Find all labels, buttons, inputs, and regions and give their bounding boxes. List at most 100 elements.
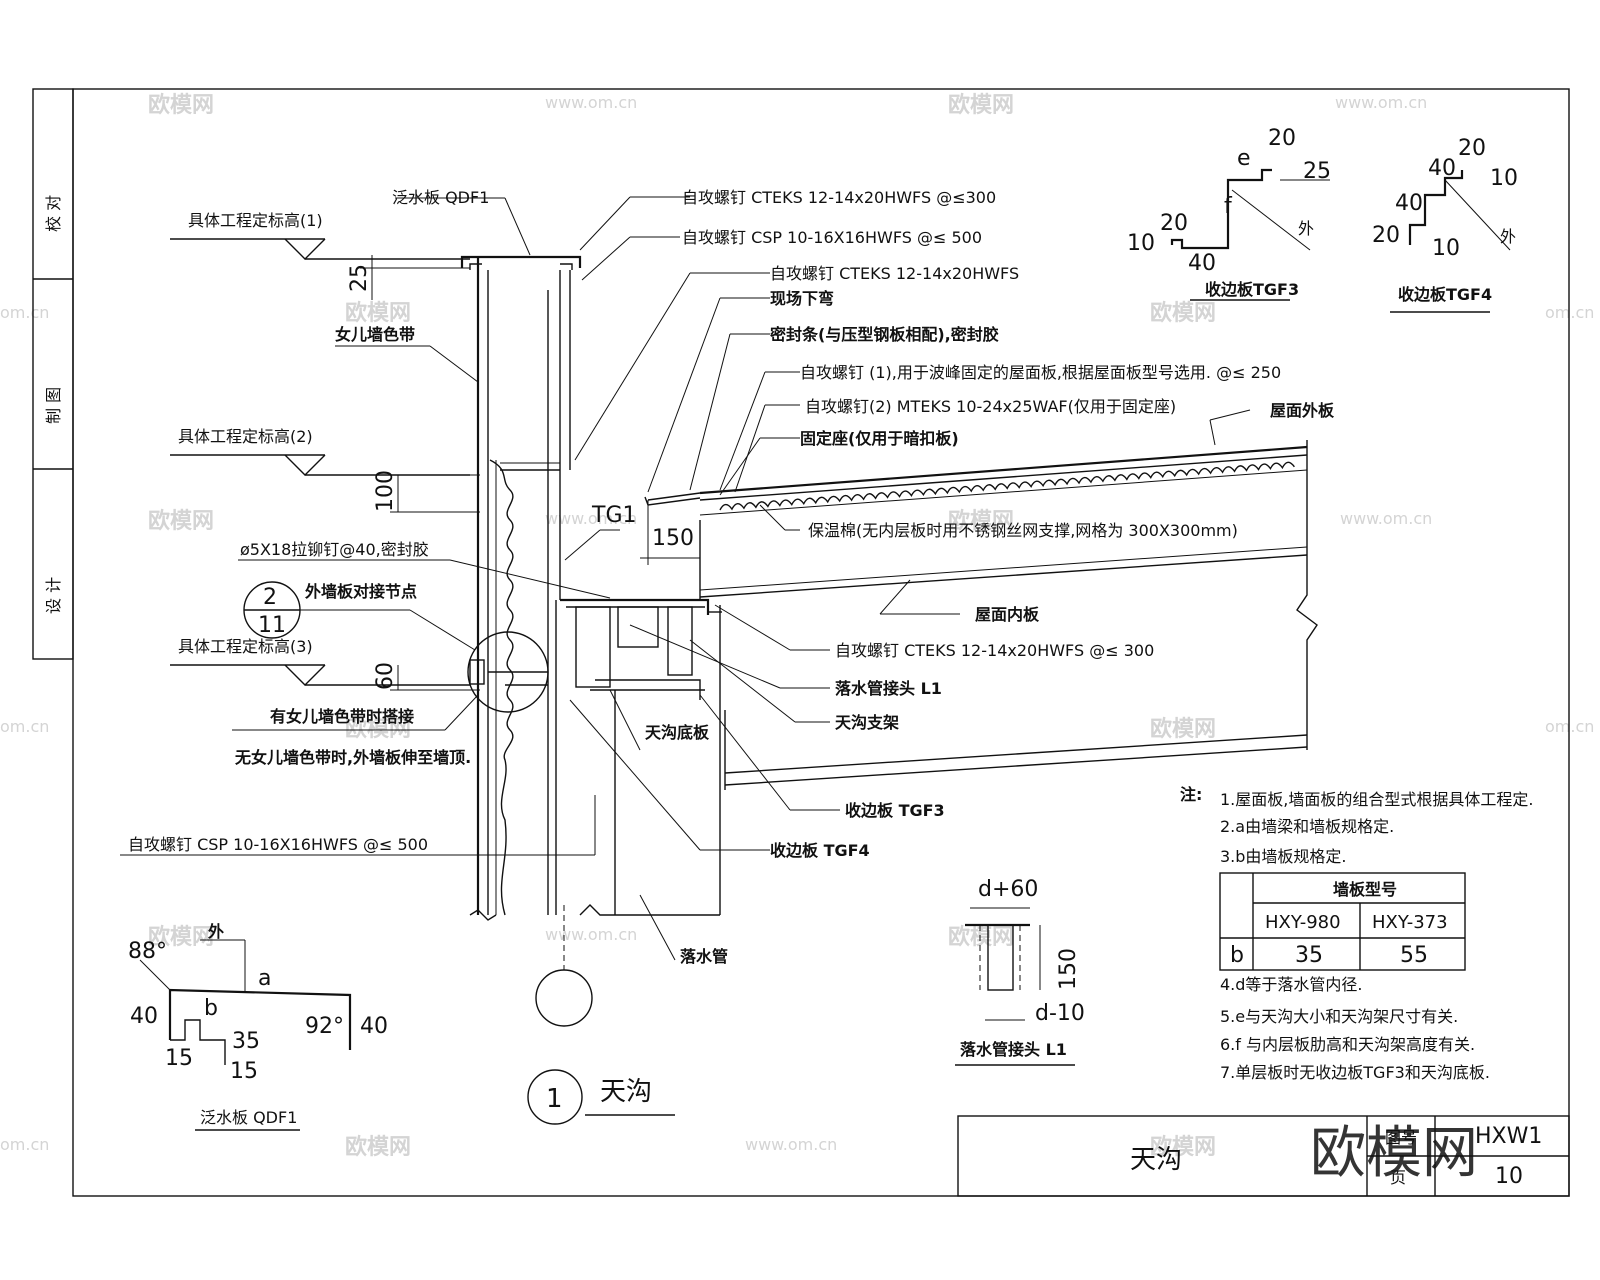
title-page-no: 10	[1495, 1164, 1523, 1189]
table-header: 墙板型号	[1333, 880, 1397, 899]
label-fixing-seat: 固定座(仅用于暗扣板)	[800, 429, 959, 448]
elevation-label-1: 具体工程定标高(1)	[188, 211, 323, 230]
big-watermark-logo: 欧模网	[1310, 1121, 1478, 1186]
tgf3-d40: 40	[1188, 251, 1216, 276]
table-col-2: HXY-373	[1372, 912, 1448, 933]
dim-150: 150	[652, 526, 694, 551]
label-flashing-qdf1: 泛水板 QDF1	[392, 188, 489, 207]
watermark-logo: 欧模网	[948, 924, 1014, 950]
qdf1-a88: 88°	[128, 939, 167, 964]
main-labels: 泛水板 QDF1 自攻螺钉 CTEKS 12-14x20HWFS @≤300 自…	[128, 188, 1335, 966]
qdf1-d15a: 15	[165, 1046, 193, 1071]
tgf3-e: e	[1237, 146, 1251, 171]
qdf1-detail: 88° 外 a 40 b 35 92° 40 15 15 泛水板 QDF1	[128, 922, 388, 1131]
callout-bottom: 11	[258, 613, 286, 638]
watermark-logo: 欧模网	[345, 716, 411, 742]
tgf3-d25: 25	[1303, 159, 1331, 184]
watermark-url: www.om.cn	[1335, 93, 1427, 112]
tgf4-d40a: 40	[1428, 156, 1456, 181]
watermark-url: www.om.cn	[545, 509, 637, 528]
label-parapet-band: 女儿墙色带	[335, 325, 415, 344]
label-insulation: 保温棉(无内层板时用不锈钢丝网支撑,网格为 300X300mm)	[808, 521, 1238, 540]
label-screw-5: 自攻螺钉(2) MTEKS 10-24x25WAF(仅用于固定座)	[805, 397, 1176, 416]
tgf4-detail: 20 40 10 40 20 10 外 收边板TGF4	[1372, 136, 1518, 313]
detail-callout: 2 11	[243, 581, 301, 639]
label-pipe-joint: 落水管接头 L1	[835, 679, 942, 698]
label-wall-joint: 外墙板对接节点	[304, 582, 417, 601]
tgf4-d20b: 20	[1372, 223, 1400, 248]
detail-mark-name: 天沟	[600, 1077, 652, 1107]
table-value-1: 35	[1295, 943, 1323, 968]
label-screw-1: 自攻螺钉 CTEKS 12-14x20HWFS @≤300	[682, 188, 996, 207]
title-name: 天沟	[1130, 1145, 1182, 1175]
tgf4-d20a: 20	[1458, 136, 1486, 161]
dim-60: 60	[373, 662, 398, 690]
parapet-wall	[460, 255, 582, 921]
tgf4-d40b: 40	[1395, 191, 1423, 216]
tgf4-out: 外	[1500, 227, 1516, 246]
label-tg1: TG1	[591, 503, 636, 528]
tgf3-detail: 20 e 25 f 20 10 40 外 收边板TGF3	[1127, 126, 1331, 301]
qdf1-d15b: 15	[230, 1059, 258, 1084]
table-value-2: 55	[1400, 943, 1428, 968]
qdf1-d40b: 40	[360, 1014, 388, 1039]
watermark-url: om.cn	[1545, 303, 1594, 322]
watermark-url: www.om.cn	[745, 1135, 837, 1154]
qdf1-a: a	[258, 966, 271, 991]
label-field-bend: 现场下弯	[770, 289, 834, 308]
qdf1-out: 外	[207, 922, 224, 941]
label-overlap-1: 有女儿墙色带时搭接	[270, 707, 414, 726]
joint-bolts	[469, 659, 548, 686]
label-screw-3: 自攻螺钉 CTEKS 12-14x20HWFS	[770, 264, 1019, 283]
title-drawing-no-label: 图号	[1385, 1128, 1417, 1147]
pipe-detail-side: 150	[1056, 948, 1081, 990]
label-screw-7: 自攻螺钉 CSP 10-16X16HWFS @≤ 500	[128, 835, 428, 854]
watermark-url: om.cn	[0, 303, 49, 322]
label-tgf3: 收边板 TGF3	[845, 801, 945, 820]
watermark-logo: 欧模网	[948, 92, 1014, 118]
tgf3-d20a: 20	[1268, 126, 1296, 151]
watermarks: 欧模网 www.om.cn 欧模网 www.om.cn om.cn 欧模网 欧模…	[0, 92, 1594, 1160]
side-design: 设 计	[44, 577, 63, 614]
note-1: 1.屋面板,墙面板的组合型式根据具体工程定.	[1220, 790, 1533, 809]
watermark-url: www.om.cn	[545, 93, 637, 112]
table-col-1: HXY-980	[1265, 912, 1341, 933]
note-4: 4.d等于落水管内径.	[1220, 975, 1363, 994]
roof	[644, 440, 1318, 790]
tgf4-title: 收边板TGF4	[1398, 285, 1492, 304]
title-block: 天沟 图号 HXW1 页 10 欧模网	[957, 1115, 1570, 1197]
tgf4-d10b: 10	[1432, 236, 1460, 261]
watermark-url: om.cn	[1545, 717, 1594, 736]
watermark-logo: 欧模网	[948, 508, 1014, 534]
pipe-detail-bottom: d-10	[1035, 1001, 1085, 1026]
gutter	[535, 598, 722, 1027]
watermark-url: www.om.cn	[1340, 509, 1432, 528]
table-row-label: b	[1230, 943, 1244, 968]
note-5: 5.e与天沟大小和天沟架尺寸有关.	[1220, 1007, 1458, 1026]
notes-head: 注:	[1180, 785, 1202, 804]
title-drawing-no: HXW1	[1475, 1124, 1542, 1149]
pipe-joint-detail: d+60 150 d-10 落水管接头 L1	[955, 877, 1085, 1066]
note-3: 3.b由墙板规格定.	[1220, 847, 1347, 866]
watermark-logo: 欧模网	[148, 508, 214, 534]
watermark-url: om.cn	[0, 717, 49, 736]
qdf1-b: b	[204, 996, 218, 1021]
watermark-logo: 欧模网	[148, 924, 214, 950]
qdf1-a92: 92°	[305, 1014, 344, 1039]
tgf3-out: 外	[1298, 219, 1314, 238]
watermark-logo: 欧模网	[148, 92, 214, 118]
note-7: 7.单层板时无收边板TGF3和天沟底板.	[1220, 1063, 1490, 1082]
label-tgf4: 收边板 TGF4	[770, 841, 870, 860]
side-check: 校 对	[44, 195, 63, 232]
label-screw-2: 自攻螺钉 CSP 10-16X16HWFS @≤ 500	[682, 228, 982, 247]
sheet-border: 校 对 制 图 设 计	[32, 88, 1570, 1197]
qdf1-d35: 35	[232, 1029, 260, 1054]
label-roof-outer: 屋面外板	[1270, 401, 1335, 420]
detail-mark-number: 1	[546, 1084, 563, 1114]
note-2: 2.a由墙梁和墙板规格定.	[1220, 817, 1394, 836]
leader-lines	[120, 196, 1251, 961]
qdf1-title: 泛水板 QDF1	[200, 1108, 297, 1127]
qdf1-d40a: 40	[130, 1004, 158, 1029]
tgf3-title: 收边板TGF3	[1205, 280, 1299, 299]
